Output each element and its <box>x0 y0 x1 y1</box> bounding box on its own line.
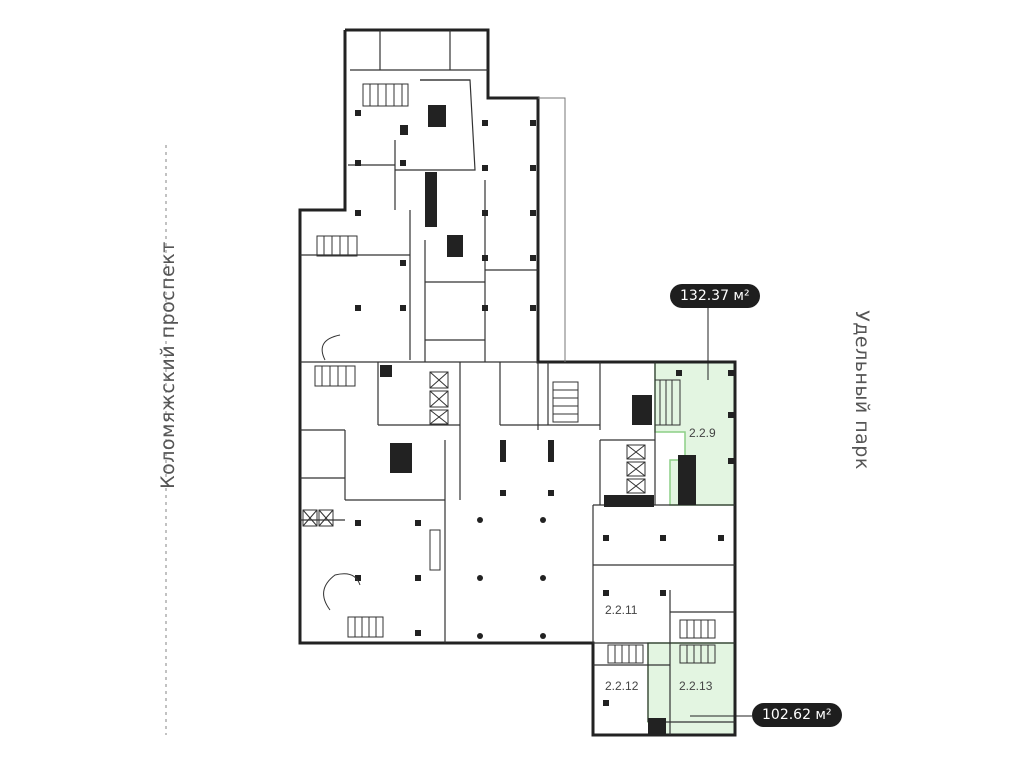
street-label-right: Удельный парк <box>851 310 873 470</box>
columns <box>355 110 734 706</box>
round-columns <box>477 517 546 639</box>
unit-label-2-2-12: 2.2.12 <box>605 679 639 693</box>
area-badge-2-2-13[interactable]: 102.62 м² <box>752 703 842 727</box>
canopy-outline <box>538 97 566 362</box>
stairs <box>314 83 716 664</box>
unit-label-2-2-13: 2.2.13 <box>679 679 713 693</box>
structural-blocks <box>380 105 696 734</box>
elevators <box>302 371 646 527</box>
area-badge-2-2-9[interactable]: 132.37 м² <box>670 284 760 308</box>
unit-label-2-2-11: 2.2.11 <box>605 603 638 617</box>
outer-walls <box>298 28 737 737</box>
interior-walls <box>300 30 735 735</box>
unit-label-2-2-9: 2.2.9 <box>689 426 716 440</box>
street-label-left: Коломяжский проспект <box>157 241 179 489</box>
